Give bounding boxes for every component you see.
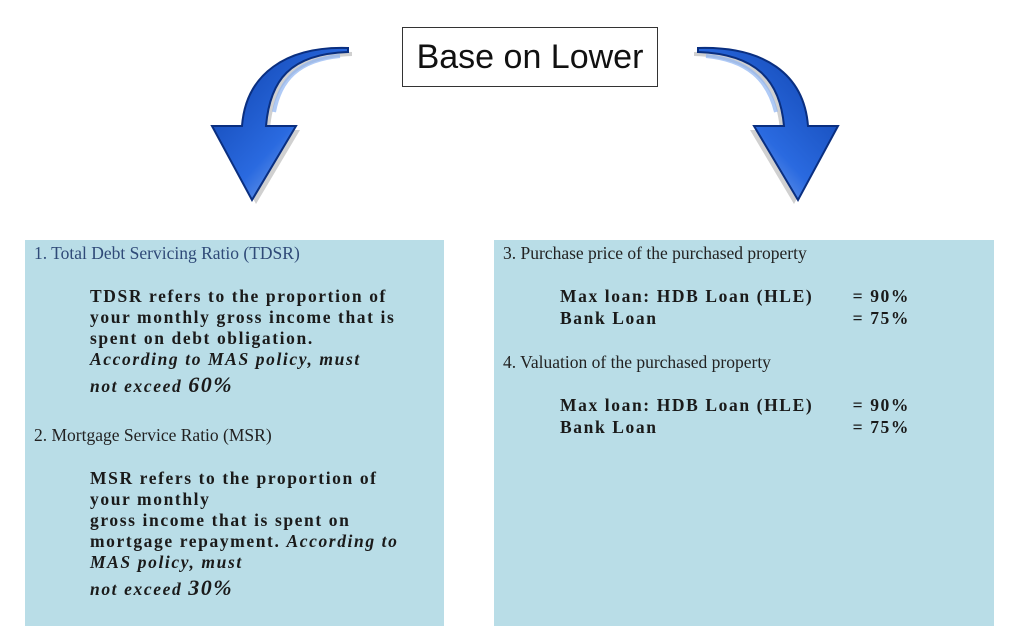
msr-line-4: mortgage repayment. According to [90,531,440,552]
right-panel: 3. Purchase price of the purchased prope… [494,240,994,626]
valuation-heading: 4. Valuation of the purchased property [503,352,771,372]
tdsr-limit: not exceed 60% [90,374,440,397]
valuation-bank-label: Bank Loan [560,417,658,437]
valuation-bank-value: = 75% [852,417,910,437]
left-panel: 1. Total Debt Servicing Ratio (TDSR) TDS… [25,240,444,626]
price-heading: 3. Purchase price of the purchased prope… [503,243,807,263]
price-hdb-label: Max loan: HDB Loan (HLE) [560,286,814,306]
msr-line-3: gross income that is spent on [90,510,351,530]
msr-limit-value: 30% [188,575,234,600]
msr-heading: 2. Mortgage Service Ratio (MSR) [34,425,272,445]
valuation-bank-row: Bank Loan = 75% [560,417,910,438]
curved-arrow-down-right-icon [694,46,840,204]
tdsr-heading: 1. Total Debt Servicing Ratio (TDSR) [34,243,300,263]
msr-policy-1: According to [286,531,399,551]
msr-policy-2: MAS policy, must [90,552,243,572]
page-title: Base on Lower [416,37,644,76]
msr-line-1: MSR refers to the proportion of [90,468,378,488]
curved-arrow-down-left-icon [210,46,352,204]
valuation-hdb-value: = 90% [852,395,910,415]
tdsr-policy: According to MAS policy, must [90,349,361,369]
price-hdb-row: Max loan: HDB Loan (HLE) = 90% [560,286,910,307]
tdsr-line-2: your monthly gross income that is [90,307,396,327]
price-bank-value: = 75% [852,308,910,328]
price-bank-row: Bank Loan = 75% [560,308,910,329]
tdsr-line-1: TDSR refers to the proportion of [90,286,387,306]
tdsr-limit-prefix: not exceed [90,376,189,396]
msr-limit: not exceed 30% [90,577,440,600]
price-hdb-value: = 90% [852,286,910,306]
tdsr-line-3: spent on debt obligation. [90,328,314,348]
tdsr-description: TDSR refers to the proportion of your mo… [90,286,440,397]
msr-line-4-text: mortgage repayment. [90,531,281,551]
tdsr-limit-value: 60% [188,372,234,397]
valuation-hdb-label: Max loan: HDB Loan (HLE) [560,395,814,415]
msr-limit-prefix: not exceed [90,579,189,599]
price-bank-label: Bank Loan [560,308,658,328]
title-box: Base on Lower [402,27,658,87]
msr-description: MSR refers to the proportion of your mon… [90,468,440,600]
valuation-hdb-row: Max loan: HDB Loan (HLE) = 90% [560,395,910,416]
msr-line-2: your monthly [90,489,211,509]
